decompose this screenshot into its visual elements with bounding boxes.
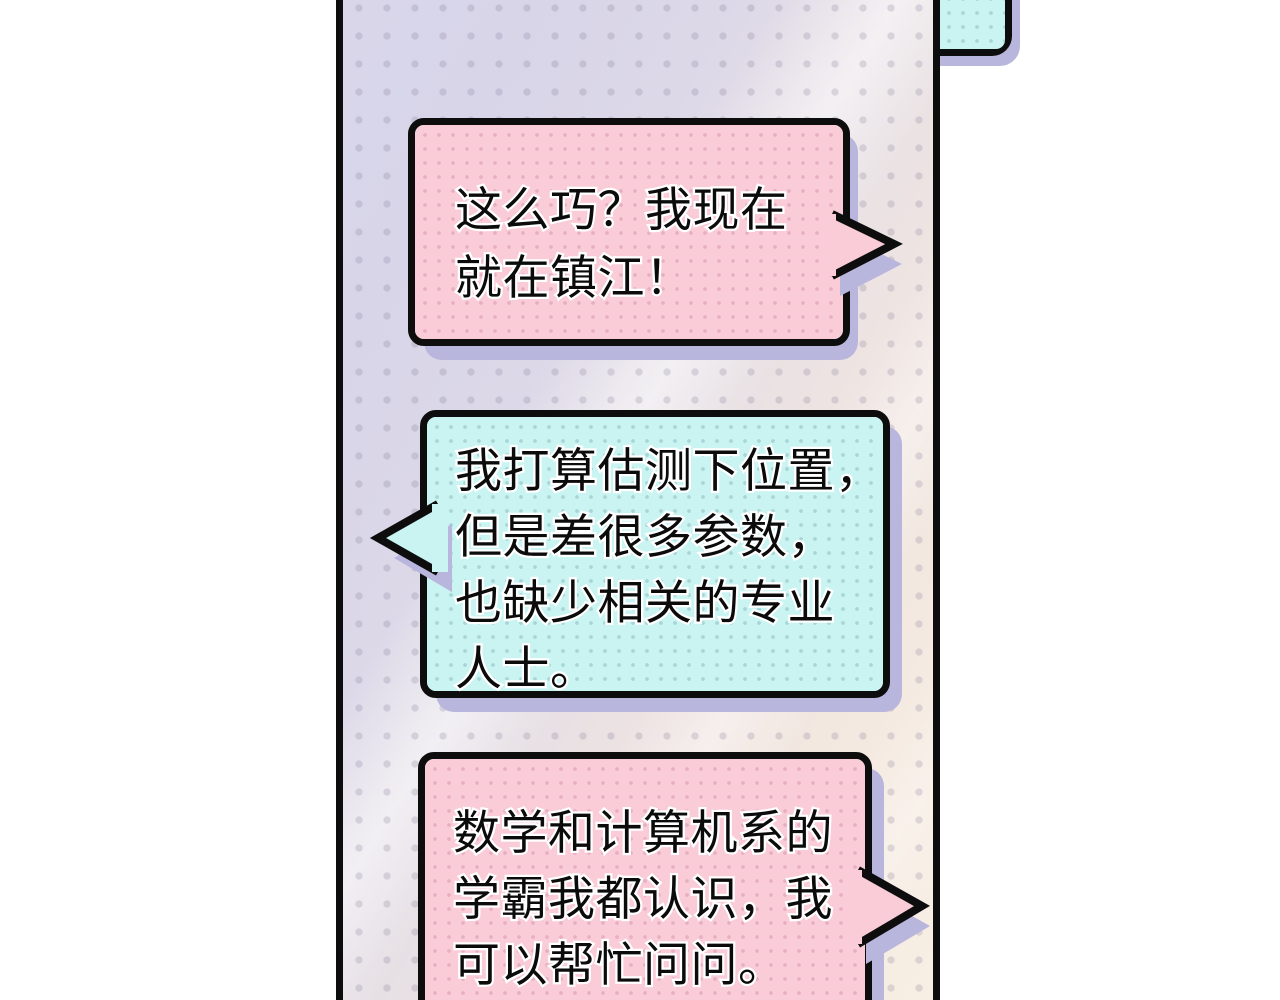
bubble-pink-2-fill (425, 759, 865, 1000)
bubble-pink-1-fill (415, 125, 843, 339)
bubble-pink-1: 这么巧？我现在 就在镇江！ (408, 118, 850, 346)
bubble-pink-2: 数学和计算机系的 学霸我都认识，我 可以帮忙问问。 (418, 752, 872, 1000)
bubble-pink-1-text: 这么巧？我现在 就在镇江！ (453, 181, 789, 309)
bubble-pink-2-tail (852, 866, 930, 948)
bubble-cyan-2-text: 我打算估测下位置， 但是差很多参数， 也缺少相关的专业 人士。 (453, 442, 884, 700)
bubble-cyan-2-tail (369, 500, 448, 576)
bubble-cyan-2: 我打算估测下位置， 但是差很多参数， 也缺少相关的专业 人士。 (420, 410, 890, 699)
bubble-pink-2-text: 数学和计算机系的 学霸我都认识，我 可以帮忙问问。 (451, 804, 835, 996)
bubble-cyan-2-fill (427, 417, 883, 691)
bubble-pink-1-tail (826, 210, 903, 280)
